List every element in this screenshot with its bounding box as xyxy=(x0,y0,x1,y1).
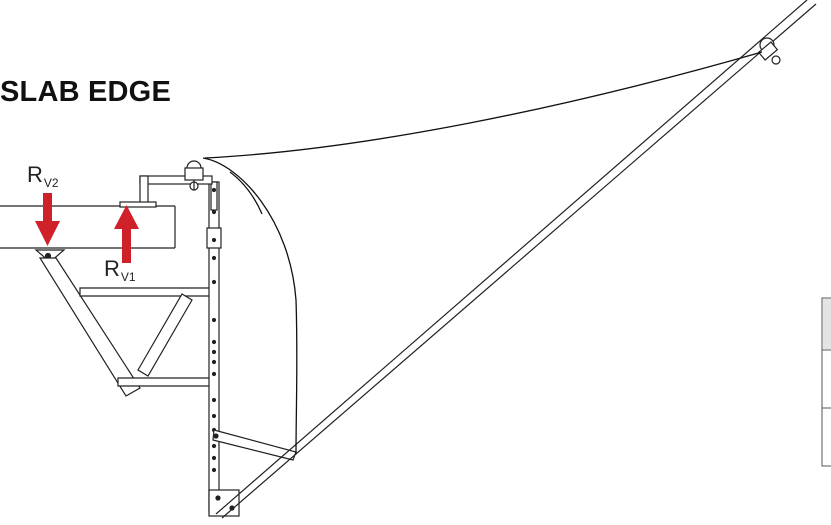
inclined-boom xyxy=(215,0,817,519)
reaction-subscript: V1 xyxy=(120,270,136,284)
reaction-subscript: V2 xyxy=(43,176,59,190)
slab xyxy=(0,205,176,249)
support-bracket xyxy=(34,249,213,397)
reaction-arrow-rv1 xyxy=(114,205,139,263)
vertical-post xyxy=(206,181,240,517)
top-clamp xyxy=(184,160,204,191)
reaction-label-rv2: RV2 xyxy=(27,162,59,190)
top-arm xyxy=(119,175,213,208)
boom-clamp xyxy=(757,37,781,65)
table-fragment xyxy=(821,297,831,467)
reaction-letter: R xyxy=(27,162,43,187)
lower-strut xyxy=(212,429,297,461)
safety-net xyxy=(202,51,763,455)
reaction-letter: R xyxy=(104,256,120,281)
diagram-title: SLAB EDGE xyxy=(0,76,171,108)
reaction-label-rv1: RV1 xyxy=(104,256,136,284)
reaction-arrow-rv2 xyxy=(35,193,60,246)
